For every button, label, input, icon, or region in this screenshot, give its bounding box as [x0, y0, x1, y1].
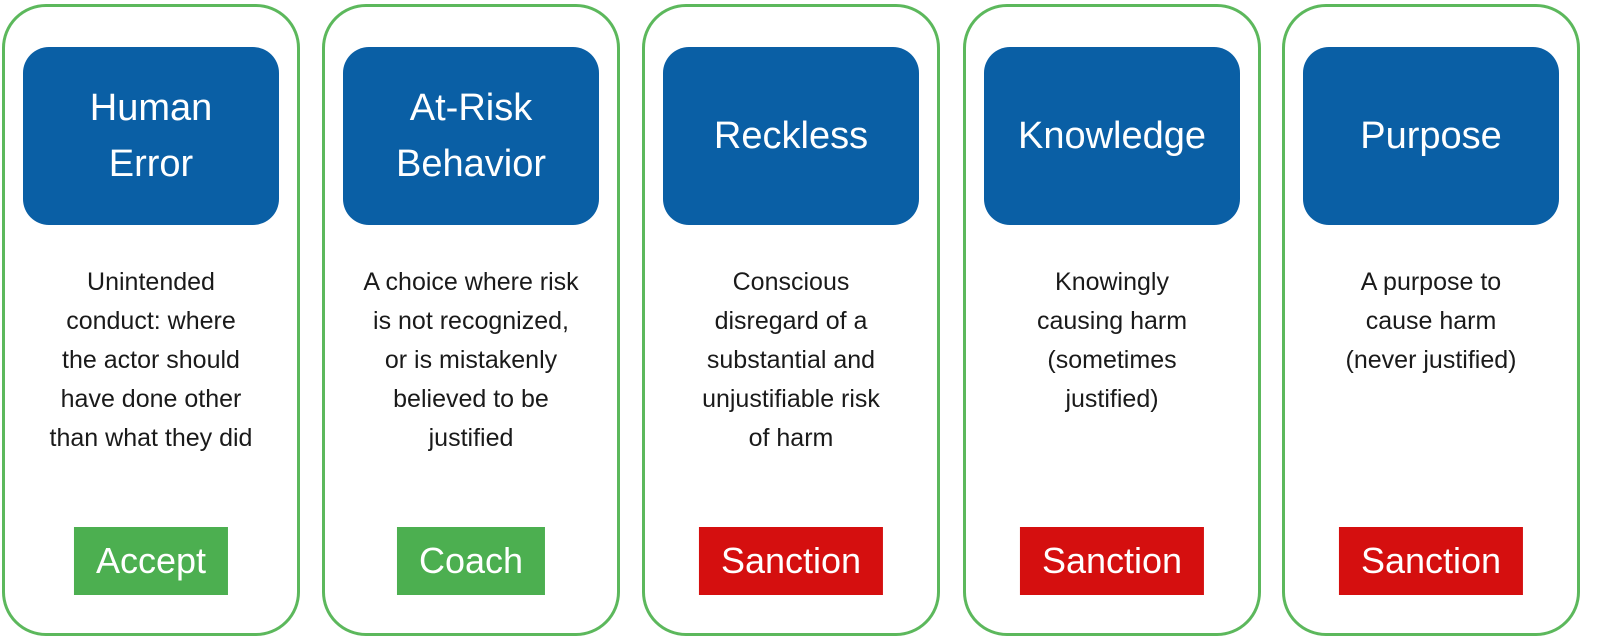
card-description: Unintended conduct: where the actor shou…: [49, 268, 253, 452]
card-knowledge: Knowledge Knowingly causing harm (someti…: [963, 4, 1261, 636]
card-title: At-Risk Behavior: [343, 47, 599, 225]
card-title: Human Error: [23, 47, 279, 225]
card-description: A purpose to cause harm (never justified…: [1345, 268, 1517, 374]
card-title: Reckless: [663, 47, 919, 225]
action-badge-accept: Accept: [73, 527, 229, 595]
card-description: A choice where risk is not recognized, o…: [363, 268, 579, 452]
card-at-risk-behavior: At-Risk Behavior A choice where risk is …: [322, 4, 620, 636]
card-reckless: Reckless Conscious disregard of a substa…: [642, 4, 940, 636]
card-title: Purpose: [1303, 47, 1559, 225]
card-human-error: Human Error Unintended conduct: where th…: [2, 4, 300, 636]
action-badge-sanction: Sanction: [1019, 527, 1205, 595]
card-title: Knowledge: [984, 47, 1240, 225]
card-purpose: Purpose A purpose to cause harm (never j…: [1282, 4, 1580, 636]
card-description: Knowingly causing harm (sometimes justif…: [1036, 268, 1188, 413]
action-badge-sanction: Sanction: [698, 527, 884, 595]
action-badge-sanction: Sanction: [1338, 527, 1524, 595]
action-badge-coach: Coach: [396, 527, 546, 595]
card-description: Conscious disregard of a substantial and…: [702, 268, 880, 452]
